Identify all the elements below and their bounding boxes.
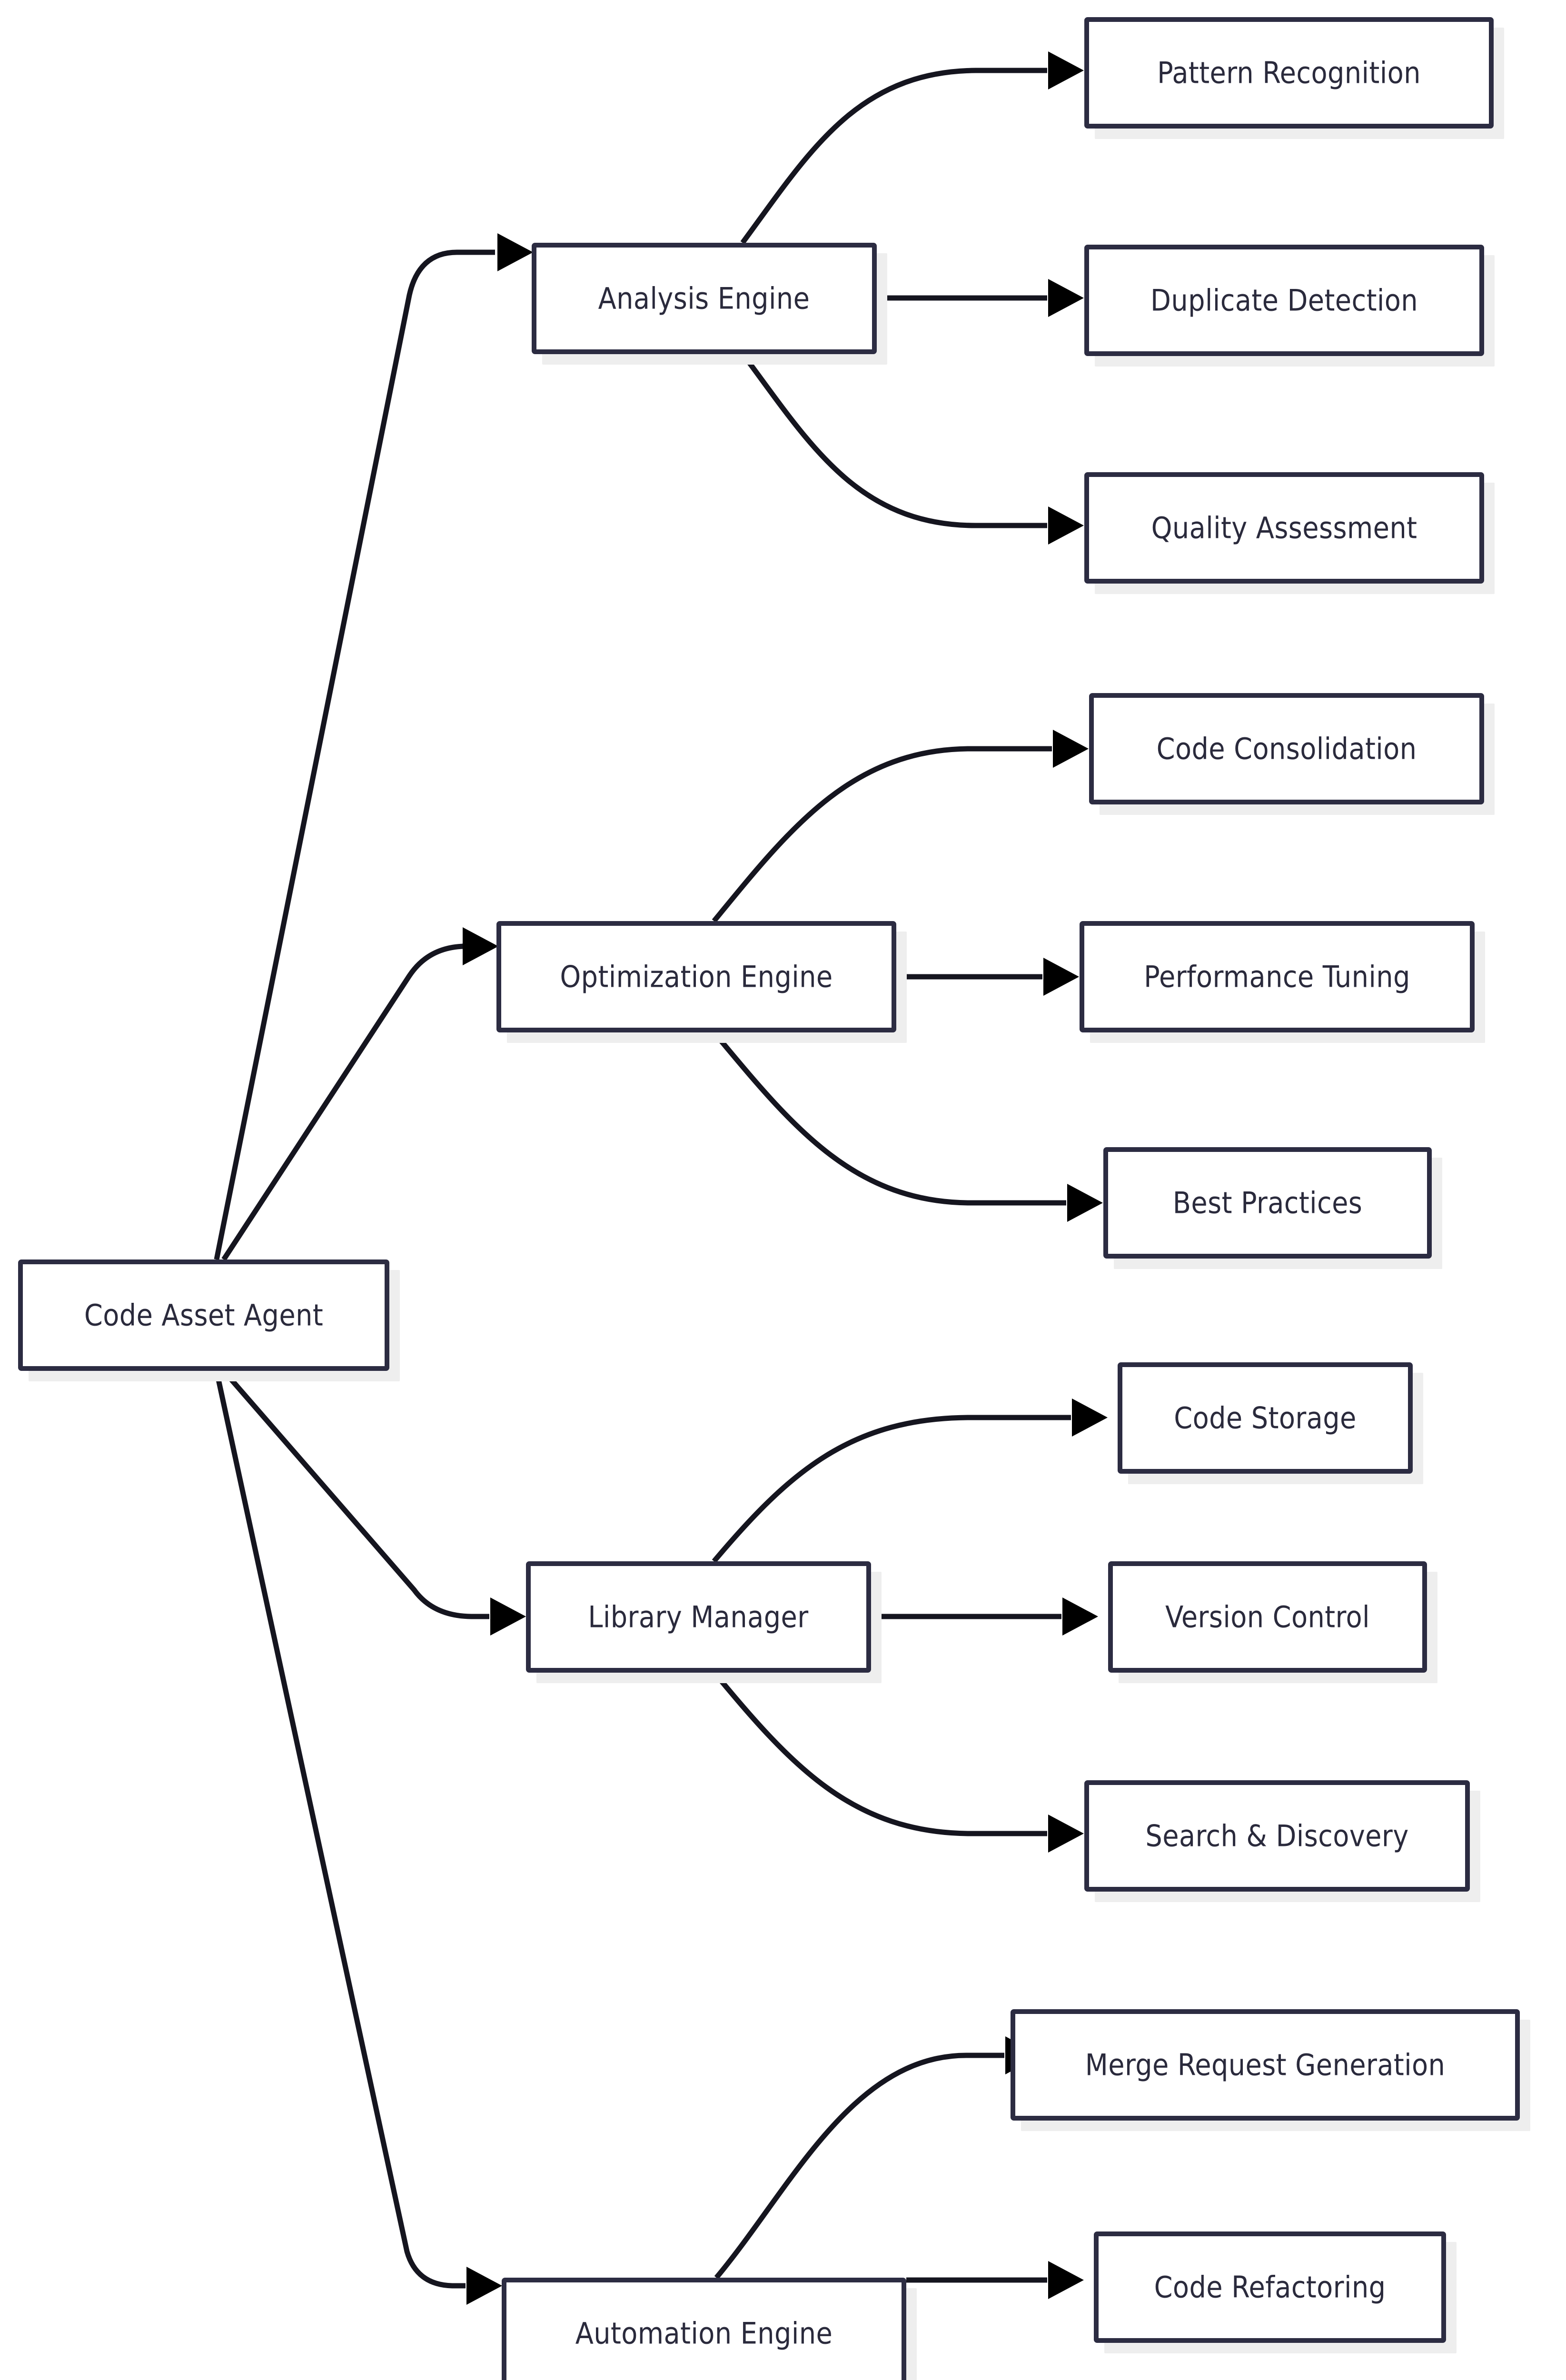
edge-root-to-analysis-engine (214, 233, 533, 1260)
arrowhead-icon (497, 233, 533, 271)
node-label: Code Asset Agent (84, 1298, 323, 1333)
arrowhead-icon (490, 1597, 526, 1636)
node-label: Duplicate Detection (1150, 283, 1418, 318)
node-automation-engine[interactable]: Automation Engine (502, 2278, 917, 2380)
arrowhead-icon (1053, 730, 1089, 768)
edge-root-to-library-manager (221, 1369, 526, 1636)
edge-automation-engine-to-merge-request-generation (714, 2036, 1041, 2280)
arrowhead-icon (1067, 1184, 1103, 1222)
node-code-consolidation[interactable]: Code Consolidation (1089, 693, 1495, 815)
node-label: Automation Engine (575, 2316, 833, 2351)
node-code-asset-agent[interactable]: Code Asset Agent (18, 1259, 400, 1381)
node-optimization-engine[interactable]: Optimization Engine (496, 921, 907, 1043)
node-label: Code Consolidation (1157, 732, 1417, 766)
node-label: Performance Tuning (1144, 960, 1410, 994)
edge-analysis-engine-to-duplicate-detection (877, 279, 1084, 317)
node-label: Search & Discovery (1145, 1819, 1408, 1854)
node-quality-assessment[interactable]: Quality Assessment (1084, 472, 1495, 594)
node-duplicate-detection[interactable]: Duplicate Detection (1084, 245, 1495, 367)
edge-library-manager-to-search-discovery (712, 1670, 1084, 1853)
arrowhead-icon (463, 927, 498, 965)
edge-library-manager-to-version-control (877, 1597, 1098, 1636)
edge-analysis-engine-to-pattern-recognition (740, 51, 1084, 245)
arrowhead-icon (466, 2267, 502, 2305)
arrowhead-icon (1048, 2261, 1084, 2299)
node-label: Code Refactoring (1154, 2270, 1386, 2305)
arrowhead-icon (1043, 958, 1079, 996)
node-code-storage[interactable]: Code Storage (1118, 1362, 1423, 1484)
arrowhead-icon (1062, 1597, 1098, 1636)
node-best-practices[interactable]: Best Practices (1103, 1147, 1442, 1269)
node-label: Code Storage (1174, 1401, 1357, 1436)
node-label: Library Manager (588, 1600, 808, 1635)
node-search-discovery[interactable]: Search & Discovery (1084, 1780, 1480, 1902)
node-version-control[interactable]: Version Control (1108, 1561, 1437, 1683)
edge-automation-engine-to-code-refactoring (906, 2261, 1084, 2299)
node-label: Quality Assessment (1151, 511, 1417, 545)
edge-optimization-engine-to-code-consolidation (712, 730, 1089, 923)
edge-layer (214, 51, 1108, 2305)
node-label: Pattern Recognition (1157, 56, 1421, 90)
edge-optimization-engine-to-best-practices (712, 1031, 1103, 1222)
arrowhead-icon (1072, 1398, 1108, 1437)
edge-analysis-engine-to-quality-assessment (740, 352, 1084, 545)
edge-library-manager-to-code-storage (712, 1398, 1108, 1563)
node-label: Analysis Engine (598, 281, 810, 316)
node-library-manager[interactable]: Library Manager (526, 1561, 882, 1683)
node-pattern-recognition[interactable]: Pattern Recognition (1084, 17, 1504, 139)
edge-root-to-optimization-engine (221, 927, 498, 1261)
node-label: Best Practices (1173, 1186, 1363, 1220)
node-analysis-engine[interactable]: Analysis Engine (532, 243, 887, 365)
node-label: Merge Request Generation (1085, 2048, 1446, 2082)
node-layer: Code Asset Agent Analysis Engine Pattern… (18, 17, 1530, 2380)
node-code-refactoring[interactable]: Code Refactoring (1094, 2231, 1457, 2353)
arrowhead-icon (1048, 279, 1084, 317)
edge-root-to-automation-engine (214, 1370, 502, 2305)
arrowhead-icon (1048, 1815, 1084, 1853)
edge-optimization-engine-to-performance-tuning (885, 958, 1079, 996)
node-merge-request-generation[interactable]: Merge Request Generation (1011, 2009, 1530, 2131)
arrowhead-icon (1048, 506, 1084, 545)
node-label: Optimization Engine (560, 960, 833, 994)
arrowhead-icon (1048, 51, 1084, 89)
node-label: Version Control (1165, 1600, 1370, 1635)
node-performance-tuning[interactable]: Performance Tuning (1080, 921, 1485, 1043)
